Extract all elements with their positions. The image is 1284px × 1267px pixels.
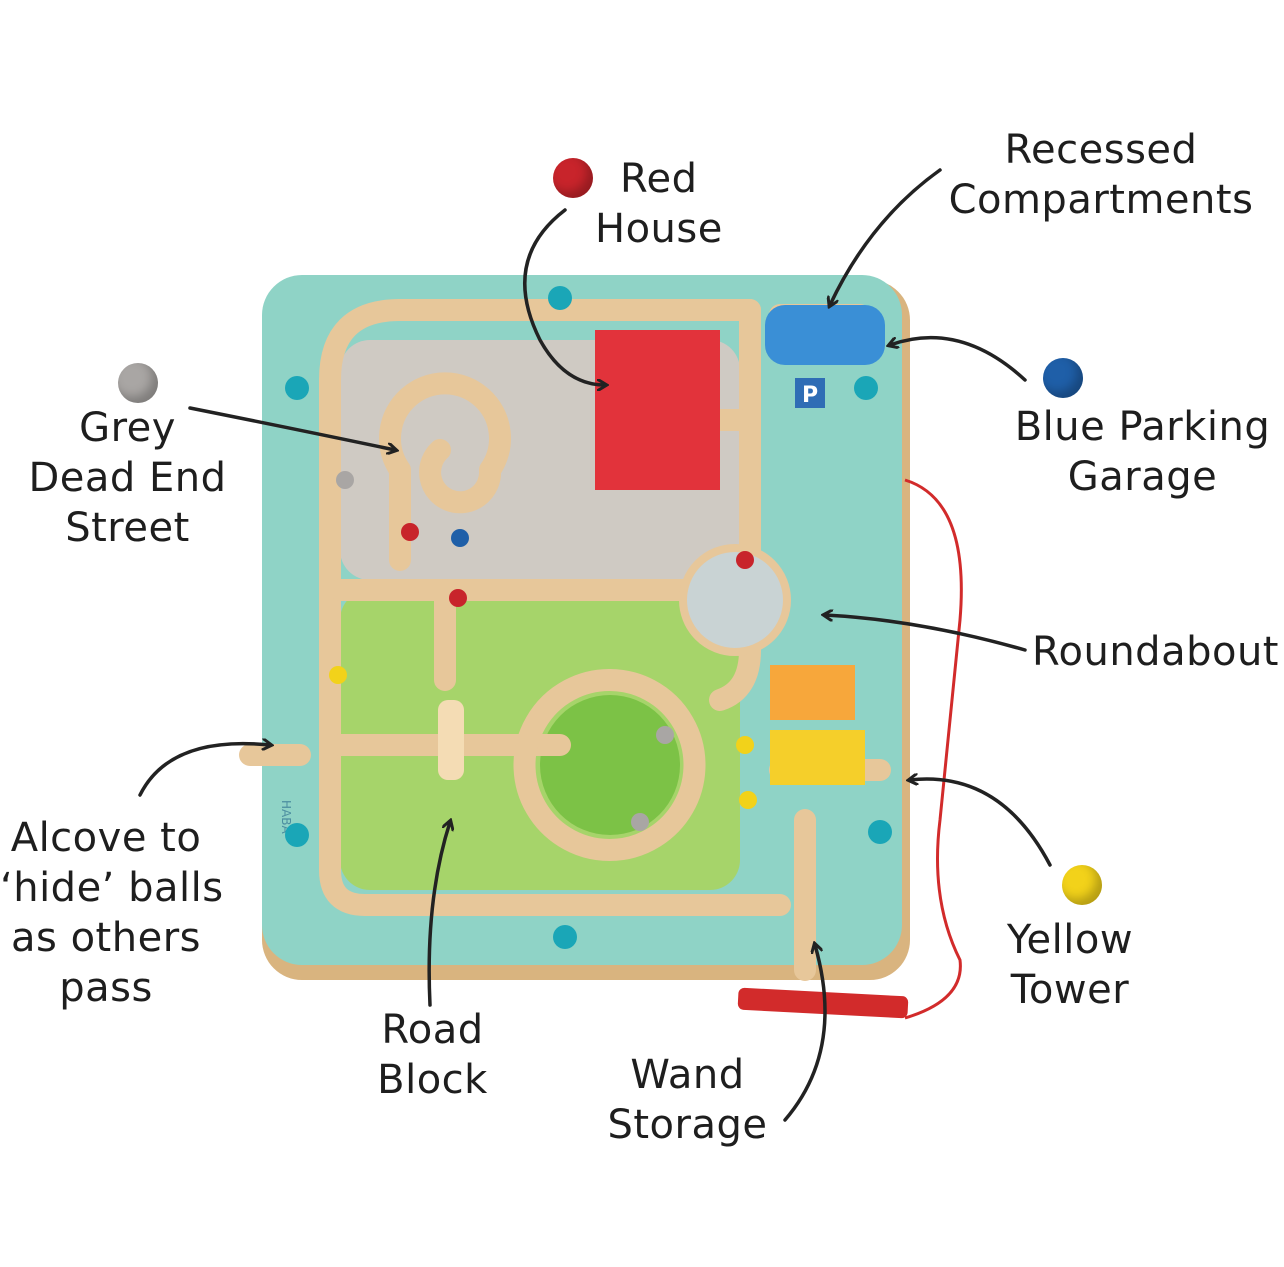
arrow-grey-dead-end (188, 406, 395, 450)
road-block (438, 700, 464, 780)
label-line: pass (59, 965, 153, 1011)
label-grey-dead-end: Grey Dead End Street (15, 403, 240, 553)
label-line: Yellow (1006, 917, 1134, 963)
label-line: Alcove to (10, 815, 202, 861)
red-house (595, 330, 720, 490)
yellow-ball-icon (1062, 865, 1102, 905)
yellow-tower (770, 730, 865, 785)
arrow-recessed (830, 168, 942, 305)
label-line: Red (620, 156, 698, 202)
red-ball-icon (553, 158, 593, 198)
label-blue-parking: Blue Parking Garage (1010, 402, 1275, 502)
parking-sign: P (802, 383, 818, 408)
label-line: Street (65, 505, 190, 551)
blue-parking-garage (765, 305, 885, 365)
arrow-roundabout (825, 615, 1027, 652)
board-balls (285, 286, 892, 949)
label-line: as others (11, 915, 201, 961)
label-line: ‘hide’ balls (0, 865, 224, 911)
label-alcove: Alcove to ‘hide’ balls as others pass (0, 813, 224, 1013)
roundabout-disc (679, 544, 791, 656)
arrow-wand-storage (783, 945, 827, 1122)
blue-ball-icon (1043, 358, 1083, 398)
label-line: Recessed (1004, 127, 1198, 173)
arrow-road-block (427, 822, 450, 1007)
label-yellow-tower: Yellow Tower (1000, 915, 1140, 1015)
label-line: Road (381, 1007, 484, 1053)
label-red-house: Red House (595, 154, 723, 254)
magnetic-wand (737, 987, 909, 1019)
label-line: Compartments (948, 177, 1254, 223)
label-line: House (595, 206, 723, 252)
arrow-blue-parking (890, 335, 1027, 382)
arrow-alcove (138, 744, 270, 797)
label-roundabout: Roundabout (1032, 629, 1279, 675)
label-line: Dead End (28, 455, 227, 501)
label-line: Tower (1010, 967, 1130, 1013)
arrow-red-house (523, 208, 605, 385)
arrow-yellow-tower (910, 779, 1052, 867)
grey-ball-icon (118, 363, 158, 403)
label-line: Wand (630, 1052, 745, 1098)
label-line: Garage (1067, 454, 1218, 500)
label-line: Storage (607, 1102, 768, 1148)
label-line: Block (377, 1057, 488, 1103)
label-line: Blue Parking (1014, 404, 1271, 450)
label-wand-storage: Wand Storage (595, 1050, 780, 1150)
label-road-block: Road Block (360, 1005, 505, 1105)
label-line: Grey (79, 405, 176, 451)
label-recessed-compartments: Recessed Compartments (945, 125, 1257, 225)
